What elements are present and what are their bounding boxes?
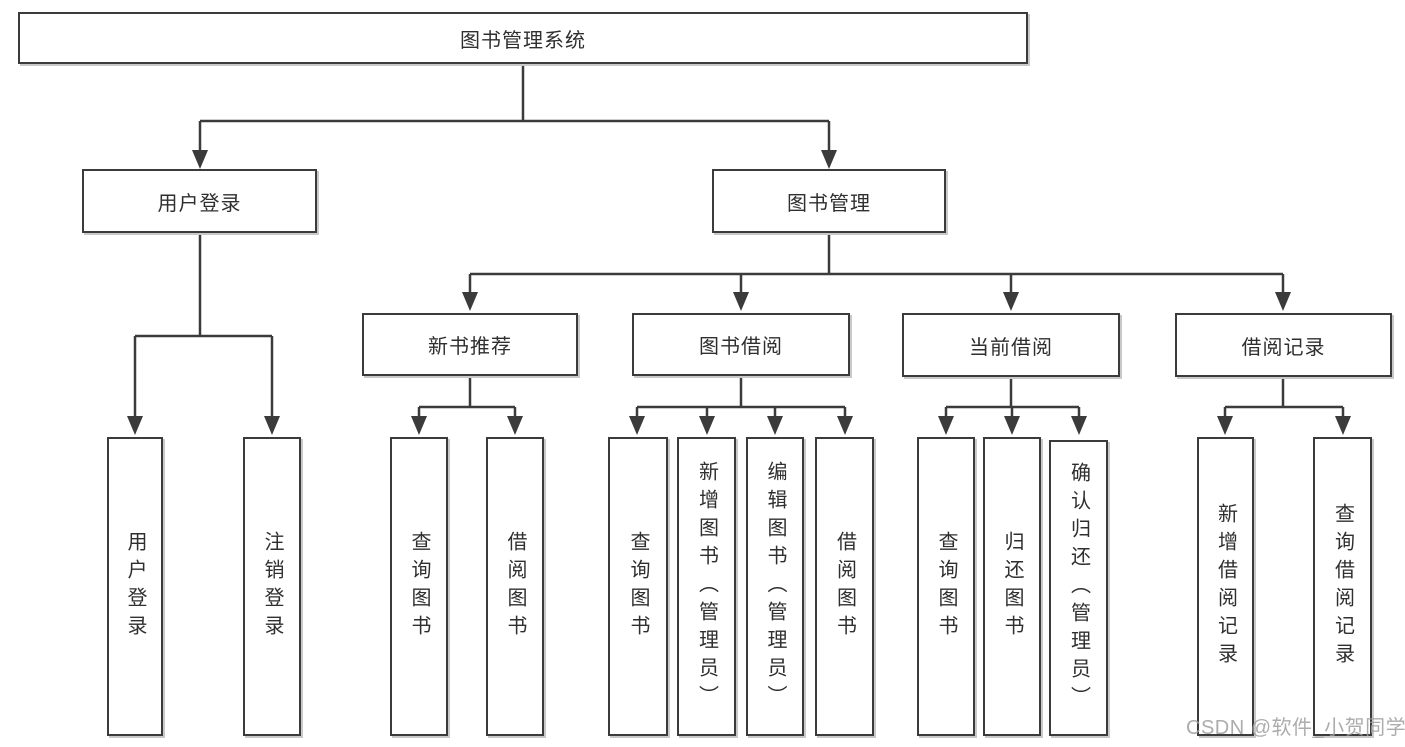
node-label: 图书管理 [787, 192, 871, 215]
node-leaf-query-books-2: 查询图书 [608, 437, 668, 736]
node-leaf-user-login: 用户登录 [107, 437, 163, 736]
node-leaf-query-books-1: 查询图书 [390, 437, 448, 736]
node-leaf-query-borrow-record: 查询借阅记录 [1313, 437, 1372, 736]
node-label: 借阅图书 [833, 530, 856, 643]
node-label: 用户登录 [157, 192, 242, 215]
node-leaf-add-borrow-record: 新增借阅记录 [1197, 437, 1254, 736]
node-label: 查询借阅记录 [1331, 502, 1354, 671]
node-label: 确认归还（管理员） [1067, 462, 1090, 714]
node-current-borrowing: 当前借阅 [902, 313, 1120, 377]
node-library-management-system: 图书管理系统 [18, 12, 1028, 64]
node-leaf-query-books-3: 查询图书 [917, 437, 975, 736]
node-label: 新增图书（管理员） [695, 460, 718, 713]
node-label: 新增借阅记录 [1214, 502, 1237, 671]
arrowheads [127, 150, 1351, 435]
node-book-borrowing: 图书借阅 [632, 313, 850, 376]
node-label: 图书借阅 [699, 336, 783, 358]
node-borrowing-records: 借阅记录 [1175, 313, 1392, 377]
node-leaf-confirm-return-admin: 确认归还（管理员） [1049, 440, 1108, 736]
node-leaf-add-books-admin: 新增图书（管理员） [677, 437, 736, 736]
node-label: 查询图书 [627, 530, 649, 643]
node-leaf-borrow-books-1: 借阅图书 [486, 437, 544, 736]
connector-lines [133, 64, 1345, 418]
node-label: 借阅图书 [504, 530, 526, 643]
node-leaf-return-books: 归还图书 [983, 437, 1041, 736]
node-label: 新书推荐 [428, 336, 512, 358]
node-label: 当前借阅 [969, 336, 1053, 359]
node-label: 查询图书 [935, 530, 957, 643]
node-label: 借阅记录 [1241, 336, 1326, 359]
node-label: 注销登录 [261, 530, 283, 643]
node-label: 归还图书 [1001, 530, 1023, 643]
node-label: 编辑图书（管理员） [764, 460, 786, 713]
node-user-login: 用户登录 [82, 169, 317, 233]
node-leaf-logout: 注销登录 [243, 437, 301, 736]
csdn-watermark: CSDN @软件_小贺同学 [1186, 717, 1405, 739]
node-new-book-recommend: 新书推荐 [362, 313, 578, 376]
node-book-management: 图书管理 [712, 169, 946, 233]
node-leaf-edit-books-admin: 编辑图书（管理员） [746, 437, 804, 736]
node-label: 查询图书 [408, 530, 430, 643]
node-label: 图书管理系统 [460, 29, 586, 52]
node-label: 用户登录 [124, 530, 146, 643]
node-leaf-borrow-books-2: 借阅图书 [815, 437, 874, 736]
